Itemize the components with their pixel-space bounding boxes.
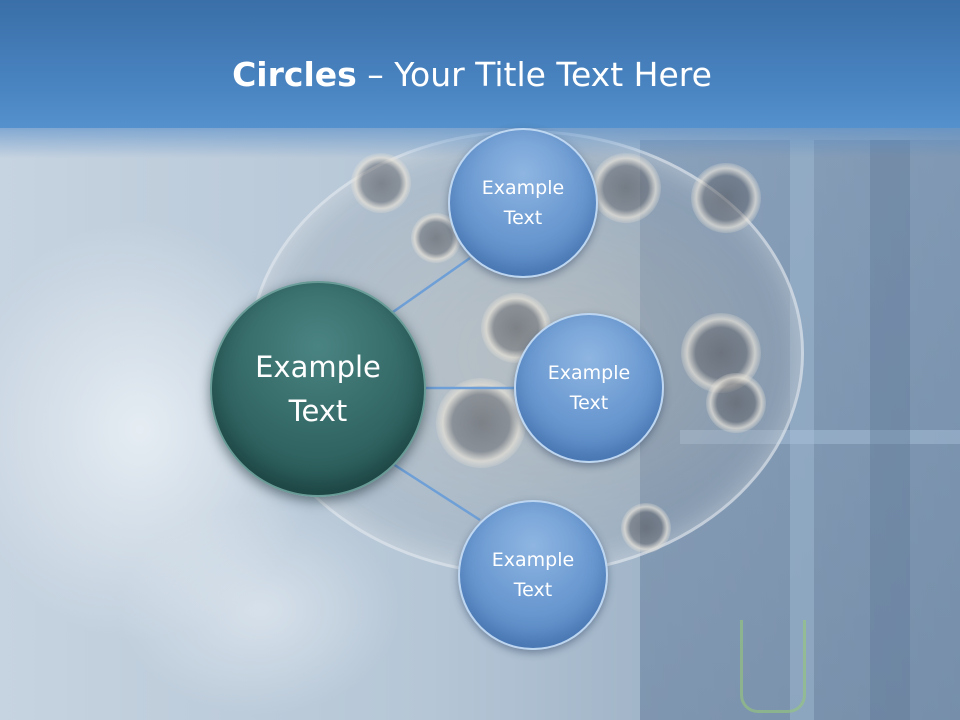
node-circle-label: Example Text <box>547 362 631 414</box>
title-rest: – Your Title Text Here <box>356 55 712 94</box>
slide-title: Circles – Your Title Text Here <box>0 52 944 98</box>
title-strong: Circles <box>232 55 357 94</box>
node-circle-bottom: Example Text <box>458 500 608 650</box>
flask-shape <box>740 620 806 713</box>
connector-top <box>392 256 471 314</box>
center-circle-label: Example Text <box>255 350 381 428</box>
connector-bottom <box>392 462 481 522</box>
node-circle-label: Example Text <box>491 549 575 601</box>
node-circle-top: Example Text <box>448 128 598 278</box>
node-circle-middle: Example Text <box>514 313 664 463</box>
center-circle: Example Text <box>210 281 426 497</box>
node-circle-label: Example Text <box>481 177 565 229</box>
